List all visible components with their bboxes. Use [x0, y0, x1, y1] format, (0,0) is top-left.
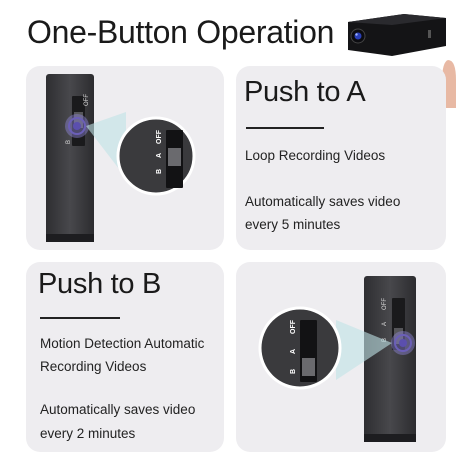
- push-to-a-heading: Push to A: [244, 76, 366, 108]
- push-to-b-line2: Recording Videos: [40, 359, 147, 374]
- page-title: One-Button Operation: [27, 14, 335, 50]
- push-to-a-line3: every 5 minutes: [245, 217, 341, 232]
- svg-text:B: B: [382, 338, 388, 342]
- push-to-b-divider: [40, 317, 120, 319]
- svg-text:OFF: OFF: [290, 319, 297, 334]
- svg-text:A: A: [382, 322, 388, 326]
- push-to-a-divider: [246, 127, 324, 129]
- push-to-b-line3: Automatically saves video: [40, 402, 196, 417]
- push-to-a-line2: Automatically saves video: [245, 194, 401, 209]
- device-illustration-a: OFF B OFF A B: [46, 74, 196, 242]
- camera-device-image: [348, 14, 446, 56]
- svg-text:A: A: [156, 153, 163, 158]
- panel-push-to-a: [236, 66, 446, 250]
- push-to-b-line1: Motion Detection Automatic: [40, 336, 205, 351]
- svg-text:A: A: [290, 349, 297, 354]
- svg-text:OFF: OFF: [382, 298, 388, 310]
- device-illustration-b: OFF A B OFF A B: [258, 276, 416, 442]
- push-to-b-heading: Push to B: [38, 268, 162, 300]
- svg-text:B: B: [290, 369, 297, 374]
- panel-push-to-b: [26, 262, 224, 452]
- svg-text:B: B: [66, 140, 72, 144]
- svg-text:OFF: OFF: [84, 94, 90, 106]
- svg-text:OFF: OFF: [156, 129, 163, 144]
- push-to-b-line4: every 2 minutes: [40, 426, 136, 441]
- push-to-a-line1: Loop Recording Videos: [245, 148, 386, 163]
- svg-text:B: B: [156, 169, 163, 174]
